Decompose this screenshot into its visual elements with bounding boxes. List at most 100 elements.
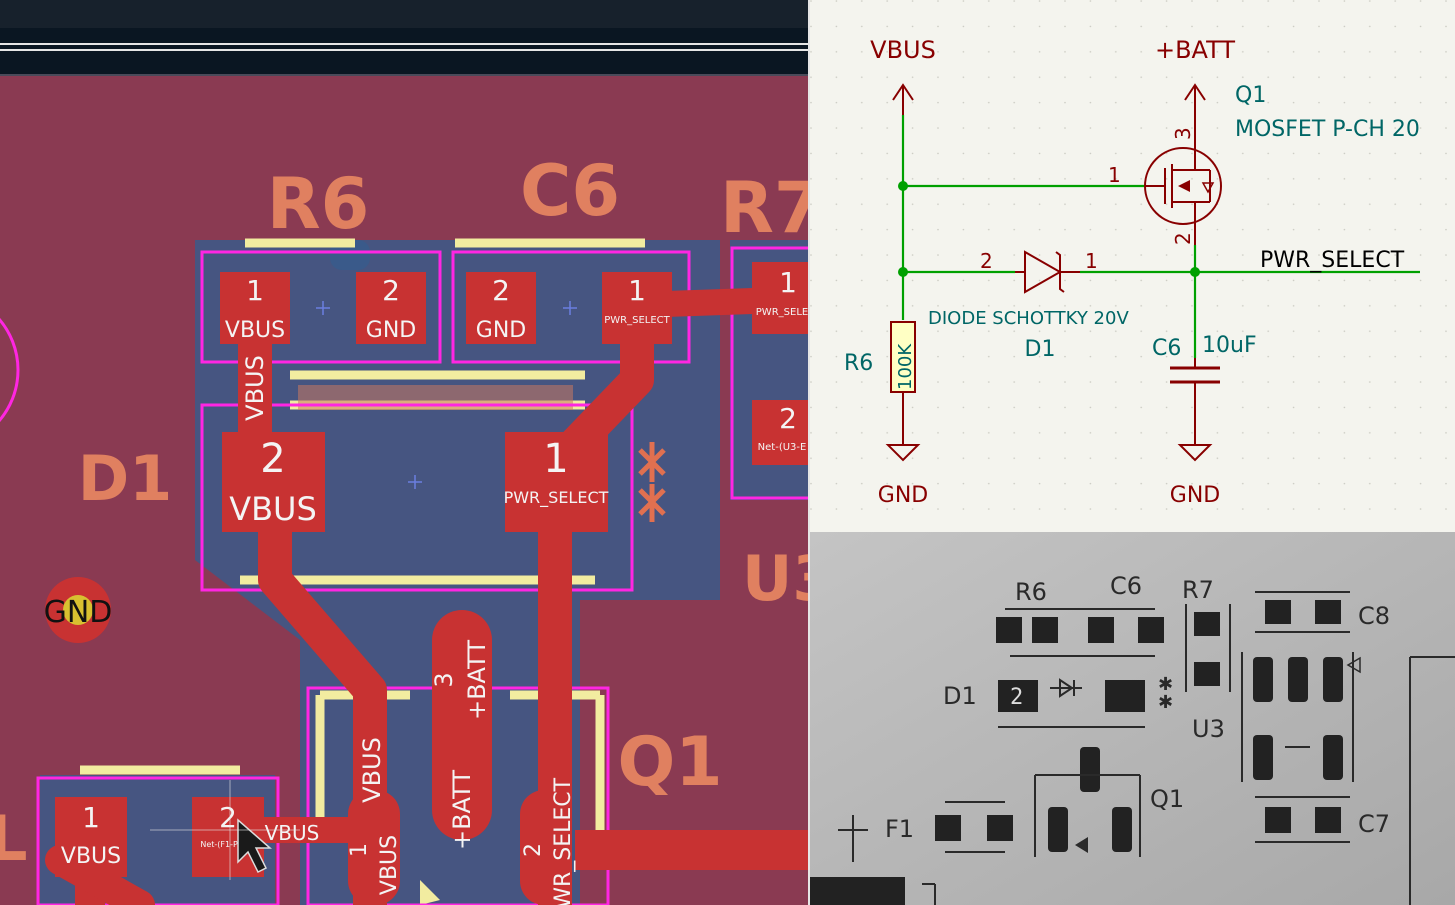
c6-ref: C6 (1152, 336, 1181, 361)
ref-d1: D1 (78, 442, 173, 515)
q1-value: MOSFET P-CH 20 (1235, 117, 1420, 142)
pane-divider[interactable] (808, 0, 811, 905)
pad-c6-2-net: GND (476, 318, 526, 343)
pad-r7-2-num: 2 (779, 402, 797, 435)
d1-pin2: 2 (980, 249, 993, 273)
d1-star-marker-icon: ✱ (1158, 674, 1173, 695)
gnd-label-right: GND (1170, 483, 1220, 508)
pad-f1-1-net: VBUS (61, 844, 121, 869)
pad-f1-2-net: Net-(F1-Pad2) (200, 840, 255, 849)
silk-star-markers (638, 442, 666, 522)
mouse-cursor-icon (237, 818, 272, 874)
schematic-view[interactable]: VBUS +BATT Q1 MOSFET P-CH 20 1 3 2 2 1 P… (810, 0, 1455, 532)
pad-q1-3-net: +BATT (463, 640, 491, 720)
pad-d1-2-net: VBUS (229, 490, 317, 528)
q1-pin1: 1 (1108, 163, 1121, 187)
hatched-band (0, 0, 810, 28)
pad-r6-1-num: 1 (246, 274, 264, 307)
pad-d1-1-num: 1 (543, 436, 568, 482)
photo-label-c8: C8 (1358, 602, 1390, 630)
photo-label-q1: Q1 (1150, 785, 1184, 813)
track-label-pwr: PWR_SELECT (551, 777, 576, 905)
pad-r6-2-num: 2 (382, 274, 400, 307)
pad-r6-2-net: GND (366, 318, 416, 343)
pad-r7-1-num: 1 (779, 266, 797, 299)
pad-d1-1-net: PWR_SELECT (504, 488, 609, 508)
reference-designators: R6 C6 R7 D1 Q1 U3 L (0, 150, 810, 875)
pads (55, 262, 810, 877)
mosfet-arrow-icon (1178, 180, 1190, 192)
pad-q1-2-num: 2 (521, 843, 546, 857)
u3-pin1-marker-icon (1346, 656, 1361, 674)
printed-footprint-photo: ✱ ✱ R6 C6 R7 C8 D1 U3 Q1 F1 C7 2 (810, 532, 1455, 905)
printed-labels: R6 C6 R7 C8 D1 U3 Q1 F1 C7 (885, 572, 1390, 843)
pad-q1-3-num: 3 (430, 672, 458, 687)
track-label-batt: +BATT (448, 770, 476, 850)
pad-q1-1-num: 1 (347, 843, 372, 857)
symbols (885, 83, 1222, 462)
gnd-label-left: GND (878, 483, 928, 508)
pad-f1-2-num: 2 (219, 801, 237, 834)
mosfet-body-diode-icon (1201, 182, 1215, 194)
schematic-canvas[interactable]: VBUS +BATT Q1 MOSFET P-CH 20 1 3 2 2 1 P… (810, 0, 1455, 532)
d1-value: DIODE SCHOTTKY 20V (928, 308, 1129, 329)
r6-value: 100K (895, 343, 916, 390)
pad-c6-2-num: 2 (492, 274, 510, 307)
schematic-grid (810, 0, 1455, 532)
q1-ref: Q1 (1235, 83, 1266, 108)
track-label-vbus-3: VBUS (265, 821, 320, 845)
photo-label-c7: C7 (1358, 810, 1390, 838)
c6-value: 10uF (1202, 333, 1257, 358)
track-labels: VBUS VBUS +BATT PWR_SELECT VBUS 3 +BATT … (241, 355, 576, 905)
printed-silkscreen (838, 591, 1455, 905)
pad-c6-1-num: 1 (628, 274, 646, 307)
pad-r7-2-net: Net-(U3-E (758, 442, 807, 453)
ref-l: L (0, 802, 28, 875)
pad-q1-1-net: VBUS (377, 835, 402, 895)
pad-d1-2-num: 2 (260, 436, 285, 482)
gnd-via-label: GND (44, 595, 113, 630)
photo-d1-pad-mark: 2 (1010, 685, 1023, 710)
ref-u3: U3 (742, 542, 810, 615)
ref-q1: Q1 (617, 723, 722, 802)
q1-pin3: 3 (1171, 127, 1195, 140)
pwr-select-track-right (575, 830, 810, 870)
power-label-vbus: VBUS (870, 36, 936, 64)
mounting-hole-courtyard (0, 317, 20, 423)
ref-r6: R6 (267, 163, 370, 245)
pcb-canvas[interactable]: GND R6 C6 R7 D1 Q1 U3 L 1 VBUS 2 GND 2 G… (0, 0, 810, 905)
photo-label-r7: R7 (1182, 576, 1214, 604)
photo-label-f1: F1 (885, 815, 914, 843)
d1-ref: D1 (1025, 337, 1056, 362)
d1-pin1: 1 (1085, 249, 1098, 273)
gnd-via-hole (63, 595, 93, 625)
net-label-pwr-select: PWR_SELECT (1260, 248, 1405, 273)
q1-pad-1 (348, 790, 400, 905)
wires (901, 115, 1420, 358)
ref-c6: C6 (520, 150, 620, 232)
courtyards (36, 246, 810, 905)
anchor-markers (316, 301, 577, 489)
photo-label-d1: D1 (943, 682, 977, 710)
photo-label-r6: R6 (1015, 578, 1047, 606)
ref-r7: R7 (720, 167, 810, 249)
pad-r7-1-net: PWR_SELE (756, 307, 808, 318)
track-label-vbus-1: VBUS (241, 355, 269, 421)
photo-canvas: ✱ ✱ R6 C6 R7 C8 D1 U3 Q1 F1 C7 2 (810, 532, 1455, 905)
pad-r6-1-net: VBUS (225, 318, 285, 343)
pcb-editor-view[interactable]: GND R6 C6 R7 D1 Q1 U3 L 1 VBUS 2 GND 2 G… (0, 0, 810, 905)
r6-ref: R6 (844, 351, 873, 376)
schematic-labels: VBUS +BATT Q1 MOSFET P-CH 20 1 3 2 2 1 P… (844, 36, 1420, 508)
photo-label-c6: C6 (1110, 572, 1142, 600)
q1-batt-pad-track (432, 610, 492, 840)
resistor-body (892, 323, 914, 391)
q1-pin1-marker-icon (1075, 837, 1088, 853)
q1-pin2: 2 (1171, 232, 1195, 245)
track-label-vbus-2: VBUS (358, 737, 386, 803)
photo-label-u3: U3 (1192, 715, 1225, 743)
pad-c6-1-net: PWR_SELECT (604, 315, 670, 326)
junctions (898, 181, 1200, 277)
q1-pad-2 (520, 790, 572, 905)
power-label-batt: +BATT (1155, 36, 1235, 64)
d1-star-marker-icon-2: ✱ (1158, 692, 1173, 713)
